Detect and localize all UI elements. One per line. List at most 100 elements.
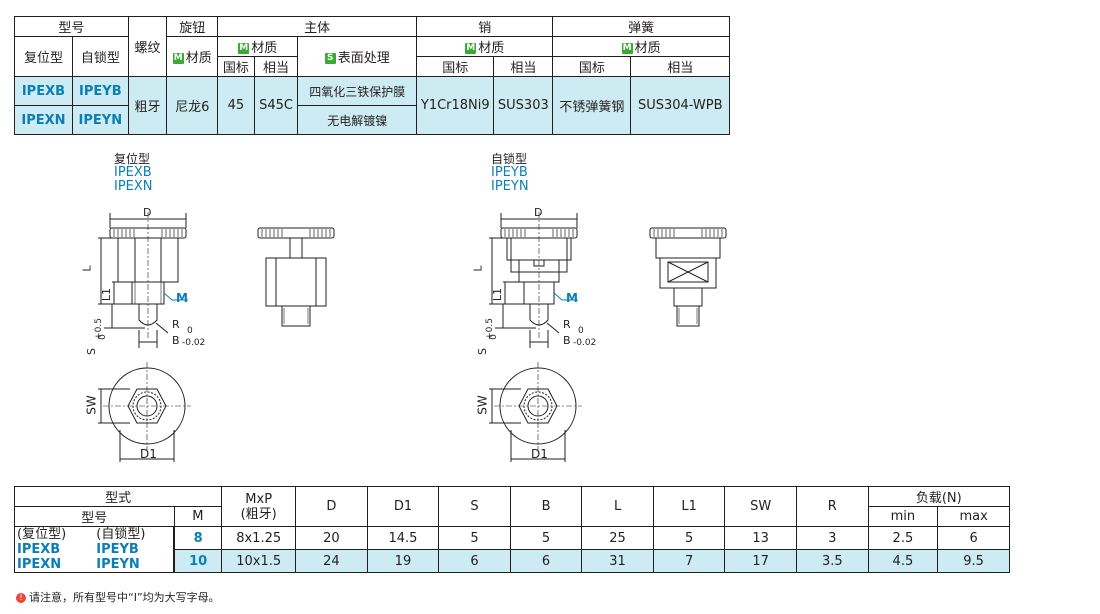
header-spring-equivalent: 相当 xyxy=(630,56,730,77)
header-max: max xyxy=(937,506,1010,527)
table-row-1-M: 8 xyxy=(173,526,223,550)
table-row-1-B: 5 xyxy=(509,526,583,550)
right-dim-SW: SW xyxy=(475,395,490,415)
footnote-text: 请注意，所有型号中“I”均为大写字母。 xyxy=(29,591,220,604)
knob-material-value: 尼龙6 xyxy=(166,76,219,135)
table-row-1-L1: 5 xyxy=(652,526,726,550)
table-row-2-M: 10 xyxy=(173,549,223,573)
model-code-lock-1: IPEYB xyxy=(71,76,129,106)
right-drawing-label: 自锁型 IPEYB IPEYN xyxy=(491,152,529,194)
surface-value-2: 无电解镀镍 xyxy=(297,105,418,135)
header-D1: D1 xyxy=(366,486,440,527)
header-pin-equivalent: 相当 xyxy=(493,56,554,77)
header-B: B xyxy=(509,486,583,527)
header-mxp: MxP(粗牙) xyxy=(221,486,297,527)
header-S: S xyxy=(438,486,511,527)
spring-national-value: 不锈弹簧钢 xyxy=(552,76,632,135)
table-row-2-L: 31 xyxy=(581,549,654,573)
right-dim-B: B xyxy=(563,334,571,347)
left-dim-R: R xyxy=(172,318,180,331)
right-dim-R: R xyxy=(563,318,571,331)
header-lock: 自锁型 xyxy=(71,36,129,77)
thread-value: 粗牙 xyxy=(127,76,168,135)
header-type: 型式 xyxy=(13,486,223,507)
table-row-2-D: 24 xyxy=(295,549,368,573)
body-national-value: 45 xyxy=(217,76,255,135)
table-row-1-min: 2.5 xyxy=(867,526,939,550)
dimension-table: 型式 MxP(粗牙) D D1 S B L L1 SW R 负载(N) 型号 M… xyxy=(13,486,1011,573)
left-dim-S: S xyxy=(84,348,98,355)
left-dim-L: L xyxy=(80,265,94,272)
left-dim-D: D xyxy=(143,206,152,219)
table-row-1-SW: 13 xyxy=(724,526,797,550)
surface-value-1: 四氧化三铁保护膜 xyxy=(297,76,418,106)
pin-national-value: Y1Cr18Ni9 xyxy=(416,76,495,135)
right-dim-B-upper: 0 xyxy=(578,326,584,336)
header-D: D xyxy=(295,486,368,527)
material-badge-icon: M xyxy=(621,43,633,54)
table-row-2-S: 6 xyxy=(438,549,511,573)
right-dim-M: M xyxy=(566,291,578,305)
warning-icon: ! xyxy=(16,593,26,603)
reset-model-cell: (复位型) IPEXB IPEXN xyxy=(14,526,95,573)
body-equivalent-value: S45C xyxy=(253,76,299,135)
material-badge-icon: M xyxy=(172,53,184,64)
material-badge-icon: M xyxy=(238,43,250,54)
header-body-equivalent: 相当 xyxy=(253,56,299,77)
left-dim-SW: SW xyxy=(84,395,99,415)
left-dim-B: B xyxy=(172,334,180,347)
table-row-2-D1: 19 xyxy=(366,549,440,573)
table-row-2-max: 9.5 xyxy=(937,549,1010,573)
table-row-2-L1: 7 xyxy=(652,549,726,573)
right-dim-S: S xyxy=(475,348,489,355)
right-dim-D: D xyxy=(534,206,543,219)
header-model: 型号 xyxy=(14,506,175,527)
header-pin-national: 国标 xyxy=(416,56,495,77)
right-title: 自锁型 xyxy=(491,152,528,166)
table-row-2-R: 3.5 xyxy=(795,549,869,573)
model-code-lock-2: IPEYN xyxy=(71,105,129,135)
table-row-1-max: 6 xyxy=(937,526,1010,550)
left-dim-B-upper: 0 xyxy=(187,326,193,336)
left-dim-D1: D1 xyxy=(140,447,157,461)
header-R: R xyxy=(795,486,869,527)
footnote: !请注意，所有型号中“I”均为大写字母。 xyxy=(16,589,220,605)
right-dim-L: L xyxy=(471,265,485,272)
left-code-1: IPEXB xyxy=(114,165,152,180)
table-row-1-D: 20 xyxy=(295,526,368,550)
right-dim-L1: L1 xyxy=(491,287,505,302)
header-min: min xyxy=(867,506,939,527)
table-row-1-MxP: 8x1.25 xyxy=(221,526,297,550)
right-code-2: IPEYN xyxy=(491,179,529,194)
header-SW: SW xyxy=(724,486,797,527)
model-code-reset-2: IPEXN xyxy=(14,105,73,135)
left-title: 复位型 xyxy=(114,152,151,166)
table-row-2-B: 6 xyxy=(509,549,583,573)
left-dim-M: M xyxy=(176,291,188,305)
left-dim-B-lower: -0.02 xyxy=(182,338,206,348)
right-code-1: IPEYB xyxy=(491,165,528,180)
header-reset: 复位型 xyxy=(14,36,73,77)
header-spring: 弹簧 xyxy=(552,16,730,37)
spring-equivalent-value: SUS304-WPB xyxy=(630,76,730,135)
header-model: 型号 xyxy=(14,16,129,37)
pin-equivalent-value: SUS303 xyxy=(493,76,554,135)
left-code-2: IPEXN xyxy=(114,179,153,194)
material-badge-icon: M xyxy=(465,43,477,54)
left-dim-S-lower: 0 xyxy=(97,334,108,340)
right-dim-S-lower: 0 xyxy=(488,334,499,340)
header-body-national: 国标 xyxy=(217,56,255,77)
header-M: M xyxy=(173,506,223,527)
table-row-1-D1: 14.5 xyxy=(366,526,440,550)
